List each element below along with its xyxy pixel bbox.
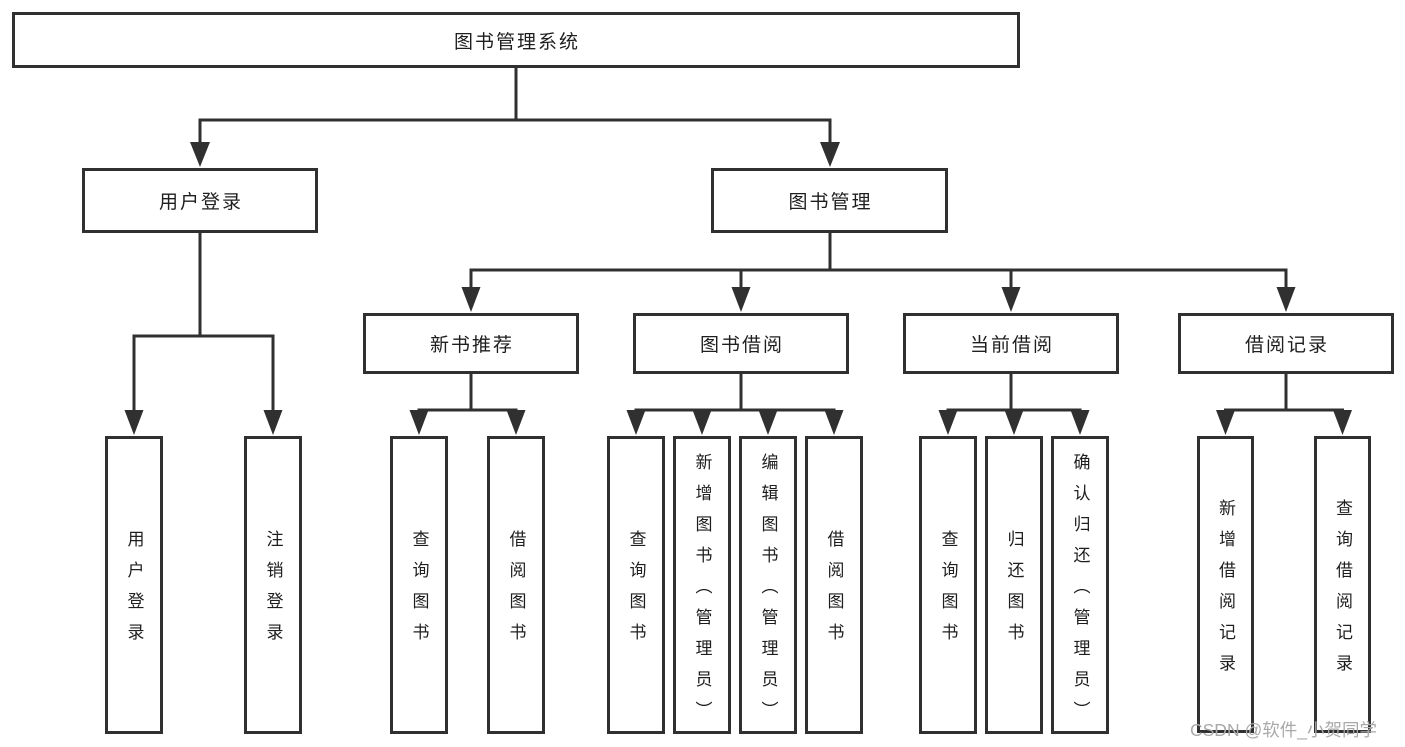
node-system-root: 图书管理系统 (12, 12, 1020, 68)
connector-borrow-record-split (1216, 374, 1352, 435)
node-borrowing-records: 借阅记录 (1178, 313, 1394, 374)
arrowhead (409, 410, 429, 435)
arrowhead (820, 142, 840, 167)
connector-book-mgmt-split (461, 233, 1296, 312)
leaf-nbr-borrow-books: 借阅图书 (487, 436, 545, 734)
node-label: 借阅图书 (824, 530, 844, 654)
connector-current-borrow-split (938, 374, 1090, 435)
arrowhead (190, 142, 210, 167)
leaf-bb-borrow-books: 借阅图书 (805, 436, 863, 734)
node-label: 确认归还（管理员） (1070, 452, 1090, 732)
arrowhead (1333, 410, 1352, 435)
node-label: 查询图书 (938, 530, 958, 654)
arrowhead (626, 410, 646, 435)
node-label: 查询图书 (409, 530, 429, 654)
arrowhead (938, 410, 958, 435)
node-label: 用户登录 (158, 192, 243, 213)
leaf-br-add-record: 新增借阅记录 (1197, 436, 1254, 733)
csdn-watermark: CSDN @软件_小贺同学 (1190, 720, 1377, 740)
leaf-cb-return-books: 归还图书 (985, 436, 1043, 734)
node-label: 新书推荐 (429, 335, 514, 356)
node-new-book-recommend: 新书推荐 (363, 313, 579, 374)
leaf-cb-confirm-return-admin: 确认归还（管理员） (1051, 436, 1109, 734)
arrowhead (1216, 410, 1235, 435)
connector-root-split (190, 68, 840, 167)
node-book-management: 图书管理 (711, 168, 948, 233)
node-current-borrowing: 当前借阅 (903, 313, 1119, 374)
connector-user-login-split (124, 233, 283, 435)
arrowhead (1276, 287, 1296, 312)
leaf-bb-query-books: 查询图书 (607, 436, 665, 734)
node-label: 查询借阅记录 (1333, 498, 1352, 685)
node-user-login: 用户登录 (82, 168, 318, 233)
node-label: 新增借阅记录 (1216, 498, 1235, 685)
node-label: 编辑图书（管理员） (758, 452, 778, 732)
arrowhead (124, 410, 144, 435)
node-label: 借阅记录 (1244, 335, 1329, 356)
arrowhead (263, 410, 283, 435)
arrowhead (731, 287, 751, 312)
leaf-br-query-record: 查询借阅记录 (1314, 436, 1371, 733)
node-label: 图书管理 (788, 192, 873, 213)
leaf-user-login: 用户登录 (105, 436, 163, 734)
connector-book-borrow-split (626, 374, 844, 435)
leaf-bb-edit-books-admin: 编辑图书（管理员） (739, 436, 797, 734)
arrowhead (758, 410, 778, 435)
arrowhead (1004, 410, 1024, 435)
leaf-logout: 注销登录 (244, 436, 302, 734)
node-label: 注销登录 (263, 530, 283, 654)
arrowhead (692, 410, 712, 435)
node-label: 图书借阅 (699, 335, 784, 356)
node-label: 查询图书 (626, 530, 646, 654)
node-book-borrowing: 图书借阅 (633, 313, 849, 374)
node-label: 新增图书（管理员） (692, 452, 712, 732)
arrowhead (1001, 287, 1021, 312)
arrowhead (506, 410, 526, 435)
node-label: 用户登录 (124, 530, 144, 654)
arrowhead (824, 410, 844, 435)
leaf-nbr-query-books: 查询图书 (390, 436, 448, 734)
arrowhead (461, 287, 481, 312)
node-label: 图书管理系统 (453, 31, 580, 53)
leaf-bb-add-books-admin: 新增图书（管理员） (673, 436, 731, 734)
node-label: 当前借阅 (969, 335, 1054, 356)
node-label: 借阅图书 (506, 530, 526, 654)
connector-new-book-split (409, 374, 526, 435)
node-label: 归还图书 (1004, 530, 1024, 654)
arrowhead (1070, 410, 1090, 435)
leaf-cb-query-books: 查询图书 (919, 436, 977, 734)
